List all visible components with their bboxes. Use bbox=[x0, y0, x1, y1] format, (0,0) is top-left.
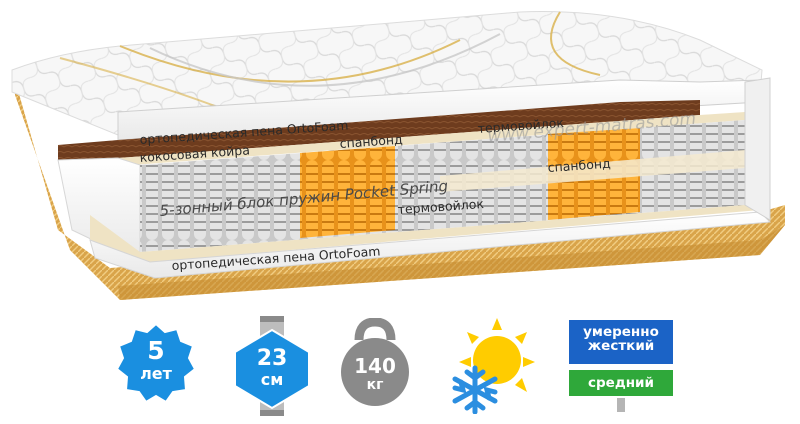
max-weight-badge: 140 кг bbox=[335, 318, 415, 406]
height-unit: см bbox=[260, 370, 284, 389]
weight-unit: кг bbox=[366, 377, 384, 393]
firmness-level-blue: умеренно жесткий bbox=[567, 318, 675, 366]
side-foam-right bbox=[744, 77, 771, 221]
warranty-value: 5 bbox=[147, 336, 165, 365]
height-badge: 23 см bbox=[233, 316, 311, 416]
label-felt-top: термовойлок bbox=[477, 115, 565, 136]
warranty-badge: 5 лет bbox=[116, 322, 196, 402]
firmness-line2: жесткий bbox=[587, 338, 655, 354]
firmness-line1: умеренно bbox=[583, 324, 659, 340]
height-value: 23 bbox=[256, 346, 288, 371]
kettlebell-icon bbox=[341, 318, 409, 406]
firmness-badge: умеренно жесткий средний bbox=[567, 318, 675, 412]
firmness-stem bbox=[617, 398, 625, 412]
badge-star-icon bbox=[116, 322, 196, 402]
layer-ortofoam-bottom bbox=[89, 211, 772, 279]
label-felt-bottom: термовойлок bbox=[397, 196, 485, 217]
firmness-level-green: средний bbox=[567, 368, 675, 398]
label-spunbond-bottom: спанбонд bbox=[547, 156, 611, 175]
firmness-line3: средний bbox=[588, 375, 654, 391]
layer-felt-top bbox=[118, 112, 745, 166]
layer-felt-bottom bbox=[90, 150, 760, 262]
warranty-unit: лет bbox=[140, 364, 172, 383]
sun-snowflake-icon bbox=[452, 318, 535, 414]
weight-value: 140 bbox=[354, 354, 396, 378]
label-spunbond-top: спанбонд bbox=[339, 132, 403, 151]
season-badge bbox=[445, 316, 535, 414]
layer-coconut-coir bbox=[58, 100, 700, 160]
spring-zone-orange-1 bbox=[300, 146, 395, 238]
mattress-side-fabric bbox=[15, 80, 785, 300]
height-ruler-icon bbox=[234, 316, 310, 416]
